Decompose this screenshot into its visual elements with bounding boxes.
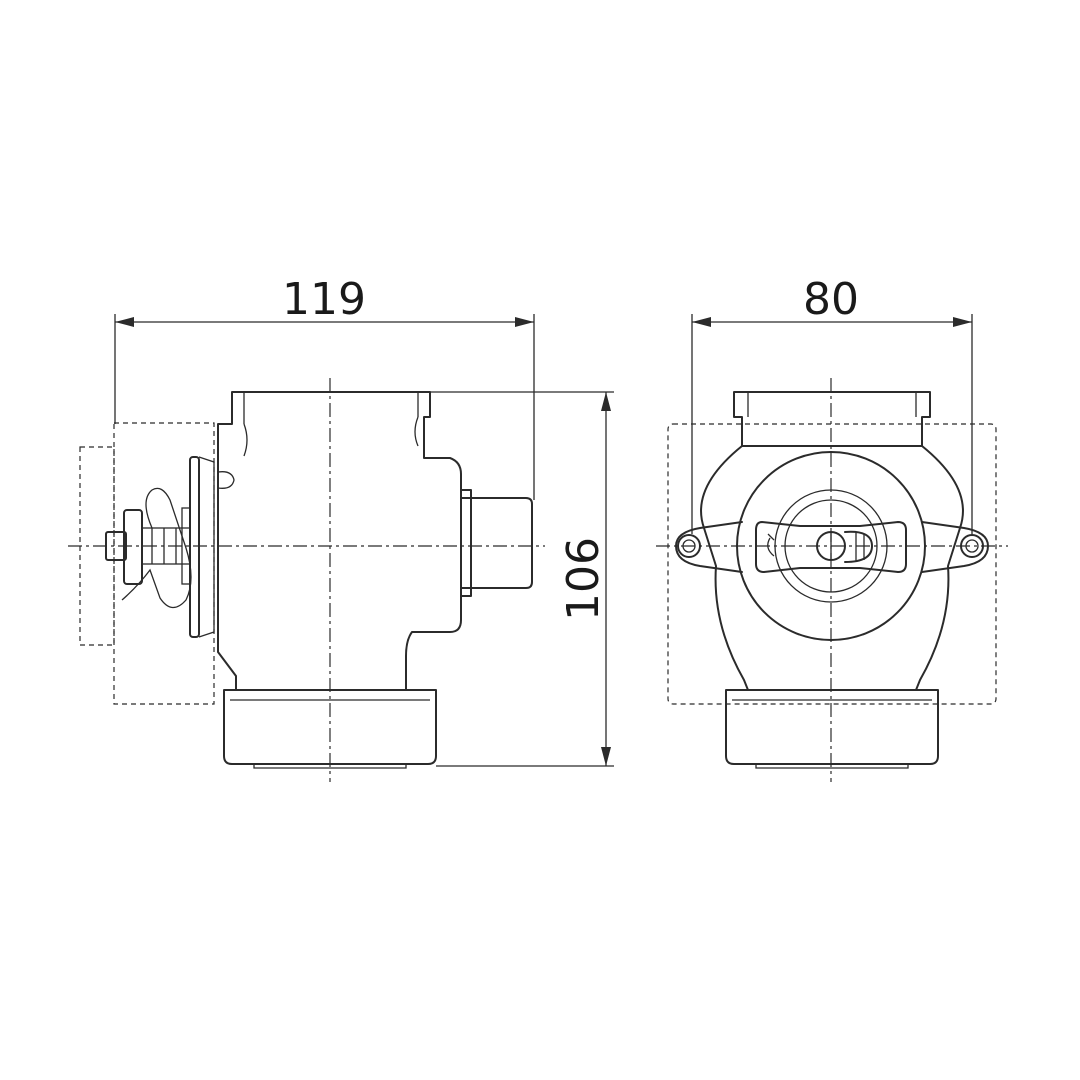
front-knob-stem — [844, 530, 873, 563]
front-rotate-arrow-icon — [767, 533, 775, 557]
front-handle — [755, 521, 907, 573]
dim-80-arrow-right — [953, 317, 972, 327]
dimension-106: 106 — [430, 391, 614, 767]
side-wall-plate-hidden — [113, 422, 215, 705]
front-bottom-cap — [725, 689, 939, 765]
front-collar-lines — [747, 392, 917, 417]
side-bottom-cap — [223, 689, 437, 765]
side-body-outline — [217, 391, 462, 691]
dim-80-arrow-left — [692, 317, 711, 327]
dim-106-label: 106 — [558, 537, 609, 621]
side-collar-lines — [243, 392, 419, 424]
side-clip — [217, 471, 235, 489]
dim-119-arrow-left — [115, 317, 134, 327]
dim-106-arrow-top — [601, 392, 611, 411]
side-spring-wire — [121, 487, 192, 609]
front-knob-ribs — [855, 532, 865, 562]
side-outlet-spigot — [460, 497, 533, 589]
side-outlet-flange — [460, 489, 472, 597]
dim-119-label: 119 — [282, 274, 366, 325]
front-wall-plate-hidden — [667, 423, 997, 705]
side-cover-plate — [189, 456, 200, 638]
dim-119-arrow-right — [515, 317, 534, 327]
dimension-119: 119 — [114, 274, 535, 500]
dim-80-label: 80 — [803, 274, 859, 325]
front-view — [656, 378, 1008, 782]
front-top-collar — [733, 391, 931, 447]
dimension-80: 80 — [691, 274, 973, 534]
side-cap-ring — [253, 764, 407, 769]
side-collar-curves — [243, 416, 419, 457]
side-cover-plate-edge — [198, 456, 215, 638]
side-view — [68, 378, 545, 782]
front-cap-ring — [755, 764, 909, 769]
dim-106-arrow-bottom — [601, 747, 611, 766]
